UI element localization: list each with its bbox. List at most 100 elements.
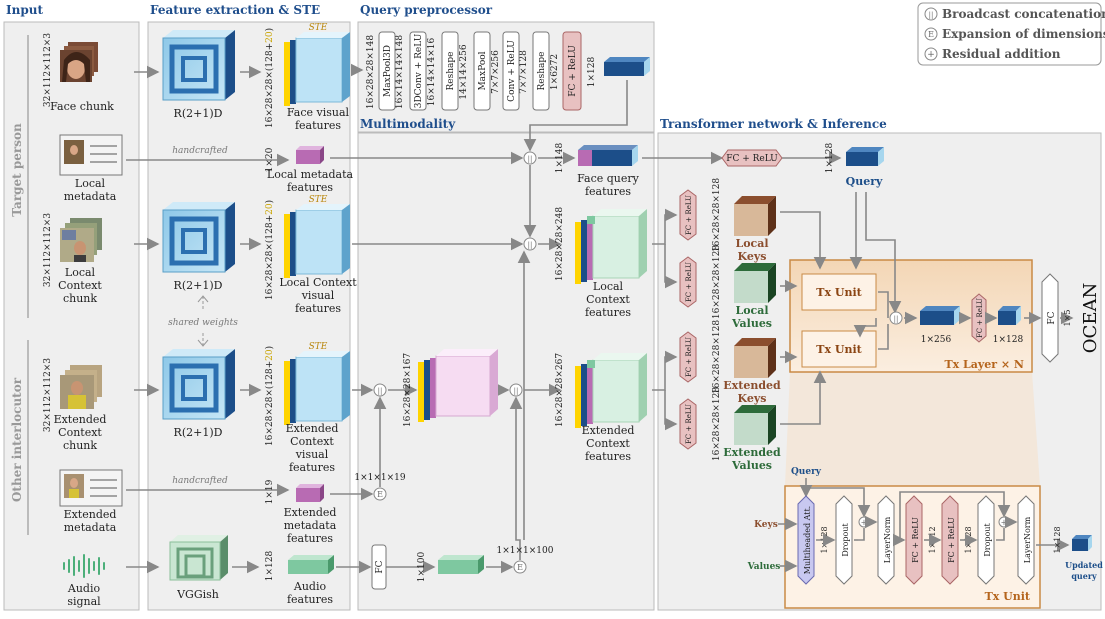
local-ctx-visual-label-1: Local Context bbox=[279, 276, 357, 289]
svg-text:||: || bbox=[528, 241, 533, 249]
svg-text:||: || bbox=[514, 387, 519, 395]
zoom-projection bbox=[785, 372, 1040, 486]
svg-text:+: + bbox=[861, 518, 868, 527]
local-keys-label-1: Local bbox=[735, 237, 768, 250]
svg-text:FC: FC bbox=[1047, 311, 1057, 324]
broadcast-concat-face: || bbox=[523, 151, 537, 165]
face-query-feature-block bbox=[578, 145, 638, 166]
expansion-meta: E bbox=[373, 487, 387, 501]
audio-fc-box bbox=[371, 544, 387, 590]
ext-meta-feature-label-2: metadata bbox=[284, 519, 337, 532]
ext-meta-dim: 1×19 bbox=[265, 479, 275, 504]
svg-text:7×7×256: 7×7×256 bbox=[491, 50, 501, 94]
svg-text:MaxPool3D: MaxPool3D bbox=[383, 45, 393, 97]
detail-residual-1: + bbox=[858, 516, 870, 528]
tx-fc-relu-box: FC + ReLU bbox=[971, 293, 987, 343]
residual-symbol: + bbox=[927, 50, 935, 60]
audio-fc-dim: 1×100 bbox=[417, 552, 427, 583]
legend: || Broadcast concatenation E Expansion o… bbox=[917, 2, 1105, 66]
tx-256-dim: 1×256 bbox=[921, 335, 952, 345]
svg-text:||: || bbox=[894, 315, 899, 323]
detail-layernorm-1: LayerNorm bbox=[877, 495, 895, 585]
query-pre-output-block bbox=[604, 57, 650, 76]
target-person-label: Target person bbox=[10, 123, 24, 217]
section-transformer-title: Transformer network & Inference bbox=[660, 117, 887, 131]
detail-residual-2: + bbox=[998, 516, 1010, 528]
audio-label-2: signal bbox=[67, 595, 101, 608]
svg-text:LayerNorm: LayerNorm bbox=[883, 516, 892, 563]
svg-text:Reshape: Reshape bbox=[446, 52, 456, 91]
detail-fc-relu-2: FC + ReLU bbox=[941, 495, 959, 585]
local-ctx-visual-label-3: features bbox=[295, 302, 341, 315]
tx-128-dim: 1×128 bbox=[993, 335, 1024, 345]
query-fc-box bbox=[721, 149, 783, 167]
detail-mha-box: Multiheaded Att. bbox=[797, 495, 815, 585]
input-panel bbox=[3, 21, 140, 611]
local-ctx-visual-label-2: visual bbox=[301, 289, 335, 302]
svg-text:Dropout: Dropout bbox=[841, 523, 850, 557]
svg-text:16×28×28×(128+20): 16×28×28×(128+20) bbox=[264, 346, 275, 446]
audio-feature-block bbox=[288, 555, 334, 574]
svg-text:FC + ReLU: FC + ReLU bbox=[685, 404, 693, 444]
local-values-label-1: Local bbox=[735, 304, 768, 317]
svg-text:1×6272: 1×6272 bbox=[550, 54, 560, 90]
handcrafted-extended-label: handcrafted bbox=[172, 476, 228, 486]
detail-dropout-1: Dropout bbox=[835, 495, 853, 585]
svg-text:||: || bbox=[528, 155, 533, 163]
tx-unit-extended-label: Tx Unit bbox=[816, 343, 862, 356]
svg-text:16×28×28×148: 16×28×28×148 bbox=[366, 35, 376, 109]
feature-panel bbox=[147, 21, 351, 611]
detail-out-dim: 1×128 bbox=[1053, 526, 1062, 553]
svg-text:Multiheaded Att.: Multiheaded Att. bbox=[803, 506, 812, 574]
tx-128-block bbox=[998, 306, 1021, 325]
fc-relu-local-keys: FC + ReLU bbox=[679, 189, 697, 241]
section-feature-title: Feature extraction & STE bbox=[150, 3, 320, 17]
r21d-label-local: R(2+1)D bbox=[174, 279, 223, 292]
audio-fc-output-block bbox=[438, 555, 484, 574]
section-input-title: Input bbox=[6, 3, 43, 17]
r21d-label-extended: R(2+1)D bbox=[174, 426, 223, 439]
local-ctx-feature-dim: 16×28×28×248 bbox=[555, 207, 565, 281]
ext-values-dim: 16×28×28×128 bbox=[712, 387, 722, 461]
extended-context-label-3: chunk bbox=[63, 439, 97, 452]
mid-concat-feature-block bbox=[418, 349, 498, 422]
detail-layernorm-2: LayerNorm bbox=[1017, 495, 1035, 585]
updated-query-label-2: query bbox=[1071, 571, 1097, 581]
tx-unit-local-label: Tx Unit bbox=[816, 286, 862, 299]
r21d-block-extended bbox=[162, 349, 235, 420]
svg-text:LayerNorm: LayerNorm bbox=[1023, 516, 1032, 563]
detail-dropout-2: Dropout bbox=[977, 495, 995, 585]
extended-context-dim: 32×112×112×3 bbox=[43, 358, 53, 432]
local-metadata-card bbox=[59, 134, 123, 176]
audio-waveform-icon bbox=[63, 554, 105, 578]
extended-context-image bbox=[60, 365, 102, 409]
detail-query-label: Query bbox=[791, 467, 822, 477]
svg-text:16×28×28×(128+20): 16×28×28×(128+20) bbox=[264, 28, 275, 128]
extended-metadata-card bbox=[59, 469, 123, 507]
tx-256-block bbox=[920, 306, 960, 325]
local-values-label-2: Values bbox=[731, 317, 772, 330]
query-dim: 1×128 bbox=[825, 143, 835, 174]
local-context-label-1: Local bbox=[65, 266, 96, 279]
svg-text:16×28×28×(128+20): 16×28×28×(128+20) bbox=[264, 200, 275, 300]
updated-query-label-1: Updated bbox=[1065, 560, 1103, 570]
ext-ctx-feature-label-3: features bbox=[585, 450, 631, 463]
svg-text:3DConv + ReLU: 3DConv + ReLU bbox=[414, 33, 424, 108]
local-context-feature-block bbox=[575, 209, 647, 284]
fc-relu-ext-values: FC + ReLU bbox=[679, 398, 697, 450]
vggish-label: VGGish bbox=[176, 588, 219, 601]
shared-weights-label: shared weights bbox=[168, 318, 238, 328]
local-context-image bbox=[60, 218, 102, 262]
local-meta-dim: 1×20 bbox=[265, 147, 275, 172]
ext-keys-cube bbox=[734, 338, 776, 378]
face-query-label-2: features bbox=[585, 185, 631, 198]
detail-keys-label: Keys bbox=[754, 520, 778, 530]
ste-label-local: STE bbox=[309, 195, 328, 205]
svg-text:Reshape: Reshape bbox=[537, 52, 547, 91]
face-query-dim: 1×148 bbox=[555, 143, 565, 174]
audio-fc-label: FC bbox=[375, 560, 385, 573]
face-feature-dim: 16×28×28×(128+20) bbox=[264, 28, 275, 128]
svg-text:FC + ReLU: FC + ReLU bbox=[947, 517, 956, 563]
ext-keys-label-2: Keys bbox=[738, 392, 767, 405]
local-ctx-feature-label-3: features bbox=[585, 306, 631, 319]
